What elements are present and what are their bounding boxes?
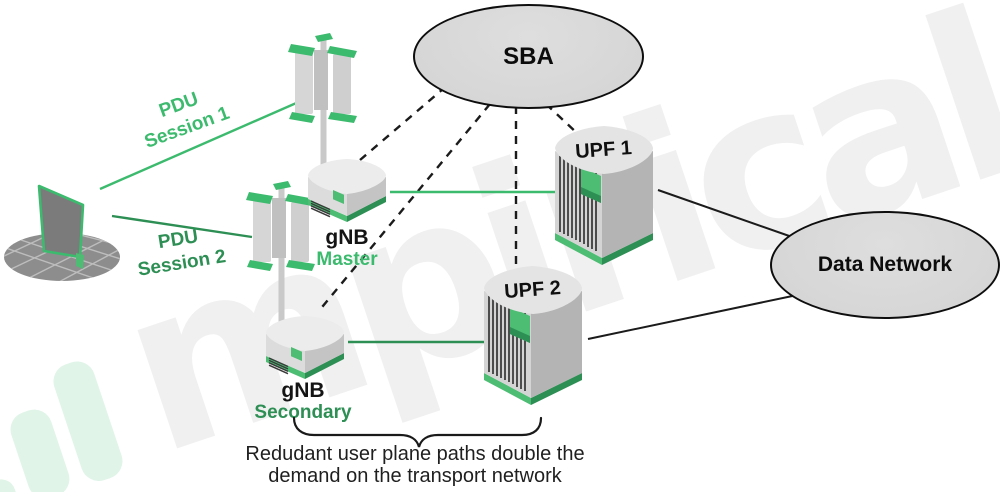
data-network-node: Data Network [770,211,1000,319]
antenna-master [288,33,357,178]
link-ue-gnb-master [99,95,311,191]
brace [292,416,543,448]
gnb-status-panel [333,190,344,204]
caption: Redudant user plane paths double the dem… [205,443,625,487]
upf1-label: UPF 1 [575,137,633,163]
caption-line-2: demand on the transport network [268,465,562,487]
ue-screen [37,184,85,259]
link-upf2-data-network [587,293,803,340]
link-gnb-master-sba [359,88,444,161]
gnb-master-role: Master [316,249,378,270]
gnb-secondary-node [266,316,344,379]
sba-label: SBA [503,42,554,70]
ue-device [4,184,120,281]
link-sba-upf1 [545,103,579,135]
data-network-label: Data Network [817,253,953,276]
gnb-secondary-name: gNB [281,379,325,402]
sba-node: SBA [413,4,644,109]
link-ue-gnb-secondary [111,214,253,239]
upf2-label: UPF 2 [504,277,562,303]
link-upf1-data-network [657,189,796,239]
caption-line-1: Redudant user plane paths double the [245,443,585,465]
upf2-node: UPF 2 [484,266,582,405]
gnb-secondary-role: Secondary [254,402,352,423]
gnb-master-node [308,159,386,222]
gnb-status-panel [291,347,302,361]
gnb-master-name: gNB [325,226,369,249]
upf1-node: UPF 1 [555,126,653,265]
antenna-secondary [246,181,315,326]
ue-screen-stand [76,253,84,269]
ue-base [4,233,120,281]
